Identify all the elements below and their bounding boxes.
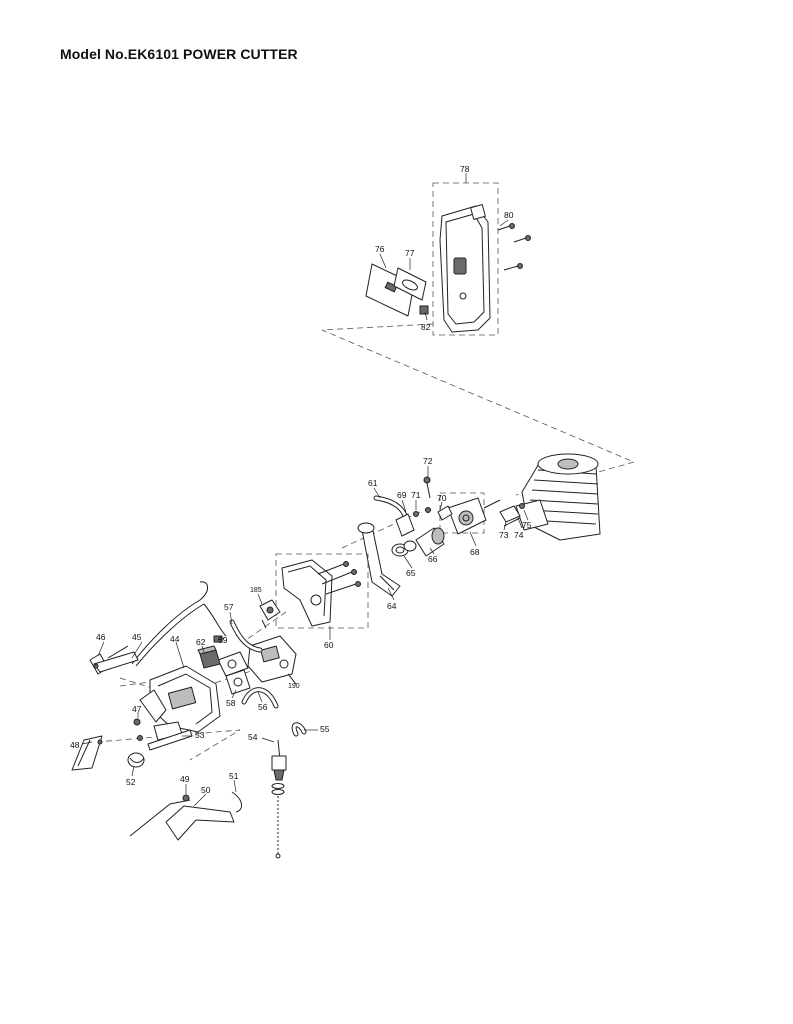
lever-50 (165, 805, 235, 841)
part-82-nut (419, 305, 429, 315)
plate-77 (393, 267, 427, 301)
label-75: 75 (522, 520, 532, 530)
label-57: 57 (224, 602, 234, 612)
small-fasteners (413, 476, 453, 521)
carburetor-bracket-60 (275, 553, 369, 629)
muffler-spark-cap (470, 204, 486, 220)
carburetor-190 (247, 635, 297, 685)
carburetor-gaskets (213, 635, 251, 695)
rear-handle-parts (129, 791, 242, 841)
impulse-hose (373, 495, 415, 537)
label-65: 65 (406, 568, 416, 578)
label-44: 44 (170, 634, 180, 644)
fuel-hoses (229, 619, 307, 761)
cylinder (515, 453, 601, 541)
label-55: 55 (320, 724, 330, 734)
grip-48 (71, 735, 103, 771)
label-49: 49 (180, 774, 190, 784)
parts-73-75 (499, 503, 525, 527)
label-59: 59 (218, 635, 228, 645)
label-80: 80 (504, 210, 514, 220)
intake-couplings (391, 527, 445, 557)
label-74: 74 (514, 530, 524, 540)
label-190: 190 (288, 683, 300, 690)
muffler-gaskets (365, 263, 427, 317)
label-46: 46 (96, 632, 106, 642)
label-64: 64 (387, 601, 397, 611)
label-76: 76 (375, 244, 385, 254)
muffler-bolts (497, 223, 531, 271)
label-56: 56 (258, 702, 268, 712)
muffler-group-box (432, 182, 499, 336)
label-73: 73 (499, 530, 509, 540)
label-45: 45 (132, 632, 142, 642)
label-62: 62 (196, 637, 206, 647)
handle-housing-44 (139, 665, 221, 741)
label-61: 61 (368, 478, 378, 488)
part-labels: 78 80 76 77 82 72 61 69 71 70 68 73 74 7… (70, 164, 532, 795)
label-77: 77 (405, 248, 415, 258)
primer-bulb-52 (127, 752, 145, 768)
filter-element-62 (197, 645, 221, 669)
part-185-valve (259, 599, 281, 629)
label-69: 69 (397, 490, 407, 500)
label-58: 58 (226, 698, 236, 708)
label-52: 52 (126, 777, 136, 787)
label-72: 72 (423, 456, 433, 466)
grip-parts (71, 718, 143, 771)
label-51: 51 (229, 771, 239, 781)
leader-lines (81, 173, 529, 807)
label-71: 71 (411, 490, 421, 500)
muffler-cover-group (419, 182, 531, 336)
label-54: 54 (248, 732, 258, 742)
label-50: 50 (201, 785, 211, 795)
label-47: 47 (132, 704, 142, 714)
bracket-bolts (317, 561, 361, 595)
label-66: 66 (428, 554, 438, 564)
label-48: 48 (70, 740, 80, 750)
label-60: 60 (324, 640, 334, 650)
throttle-levers (89, 645, 139, 675)
label-53: 53 (195, 730, 205, 740)
fuel-pickup (271, 755, 287, 859)
intake-manifold-68 (437, 492, 501, 535)
muffler-outlet (453, 257, 467, 275)
throttle-cable (131, 581, 227, 667)
diagram-title: Model No.EK6101 POWER CUTTER (60, 46, 298, 62)
intake-tube-64 (357, 522, 401, 597)
label-68: 68 (470, 547, 480, 557)
label-82: 82 (421, 322, 431, 332)
label-185: 185 (250, 587, 262, 594)
label-70: 70 (437, 493, 447, 503)
label-78: 78 (460, 164, 470, 174)
